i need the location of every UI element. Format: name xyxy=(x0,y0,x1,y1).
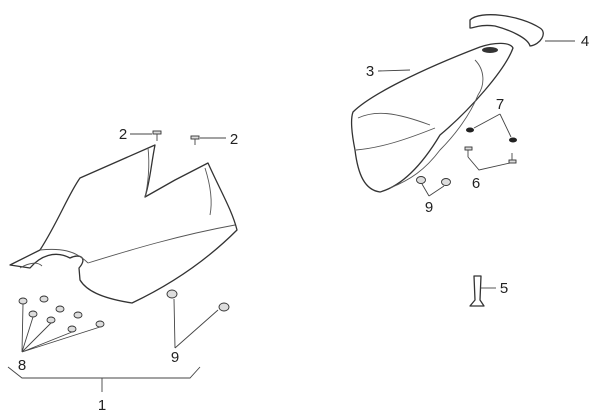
rider-seat xyxy=(9,144,238,304)
screw-2-right xyxy=(190,135,226,145)
callout-3: 3 xyxy=(366,63,374,80)
callout-9-lower: 9 xyxy=(171,349,179,366)
screw-2-left xyxy=(130,130,162,141)
callout-7: 7 xyxy=(496,96,504,113)
nuts-8 xyxy=(18,295,105,353)
callout-5: 5 xyxy=(500,280,508,297)
nuts-9-upper xyxy=(416,176,451,197)
callout-1: 1 xyxy=(98,397,106,414)
screws-6 xyxy=(464,146,517,171)
callout-2-left: 2 xyxy=(119,126,127,143)
washers-7 xyxy=(466,113,517,143)
grab-handle xyxy=(469,14,575,47)
passenger-seat xyxy=(350,42,514,193)
callout-8: 8 xyxy=(18,357,26,374)
assembly-bracket xyxy=(7,366,201,392)
callout-2-right: 2 xyxy=(230,131,238,148)
callout-4: 4 xyxy=(581,33,589,50)
nuts-9-lower xyxy=(166,289,230,349)
seat-latch xyxy=(469,275,496,307)
callout-6: 6 xyxy=(472,175,480,192)
callout-9-upper: 9 xyxy=(425,199,433,216)
